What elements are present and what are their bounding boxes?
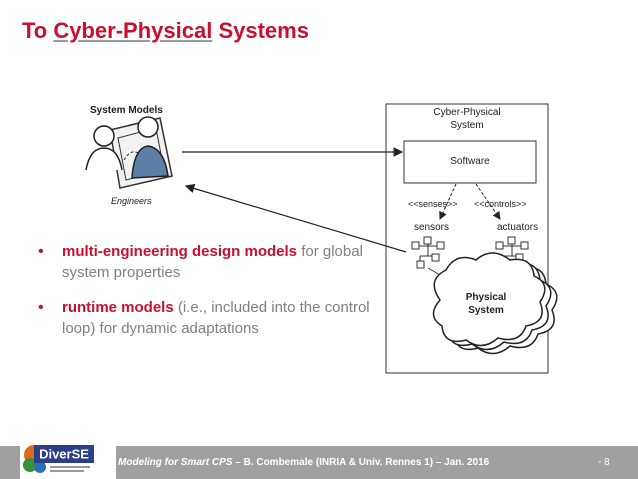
- bullet-dot-icon: •: [38, 243, 44, 260]
- software-label: Software: [450, 156, 490, 167]
- senses-arrow: [439, 183, 457, 220]
- footer-italic: Modeling for Smart CPS: [118, 457, 233, 468]
- footer-text: Modeling for Smart CPS – B. Combemale (I…: [118, 457, 489, 468]
- bullet-item: • multi-engineering design models for gl…: [38, 241, 378, 283]
- bullet-rest: (i.e., included into the control loop) f…: [62, 299, 370, 337]
- title-underlined: Cyber-Physical: [53, 18, 213, 43]
- controls-arrow: [475, 183, 501, 220]
- software-box: [403, 140, 537, 184]
- page-number: - 8: [598, 457, 610, 468]
- title-suffix: Systems: [212, 18, 309, 43]
- sensors-label: sensors: [414, 222, 450, 233]
- senses-label: <<senses>>: [408, 199, 458, 209]
- diverse-logo: DiverSE: [20, 437, 116, 479]
- footer-rest: – B. Combemale (INRIA & Univ. Rennes 1) …: [232, 457, 490, 468]
- bullet-list: • multi-engineering design models for gl…: [38, 241, 378, 353]
- title-prefix: To: [22, 18, 54, 43]
- bullet-bold: multi-engineering design models: [62, 243, 298, 260]
- sensors-glyph: [411, 236, 445, 269]
- bullet-dot-icon: •: [38, 299, 44, 316]
- sensors-to-models-arrow: [184, 183, 407, 253]
- system-models-label: System Models: [90, 105, 163, 116]
- physical-system-cloud: [432, 252, 558, 355]
- physical-label-line1: Physical: [465, 292, 507, 303]
- engineers-illustration: [85, 116, 173, 189]
- physical-label-line2: System: [468, 305, 504, 316]
- logo-text: DiverSE: [39, 447, 89, 462]
- page-title: To Cyber-Physical Systems: [22, 18, 309, 44]
- cps-title-line1: Cyber-Physical: [433, 107, 501, 118]
- bullet-bold: runtime models: [62, 299, 174, 316]
- controls-label: <<controls>>: [474, 199, 527, 209]
- cps-title-line2: System: [450, 120, 484, 131]
- bullet-item: • runtime models (i.e., included into th…: [38, 297, 378, 339]
- engineers-label: Engineers: [111, 196, 152, 206]
- actuators-label: actuators: [497, 222, 539, 233]
- bullet-rest: for global system properties: [62, 243, 363, 281]
